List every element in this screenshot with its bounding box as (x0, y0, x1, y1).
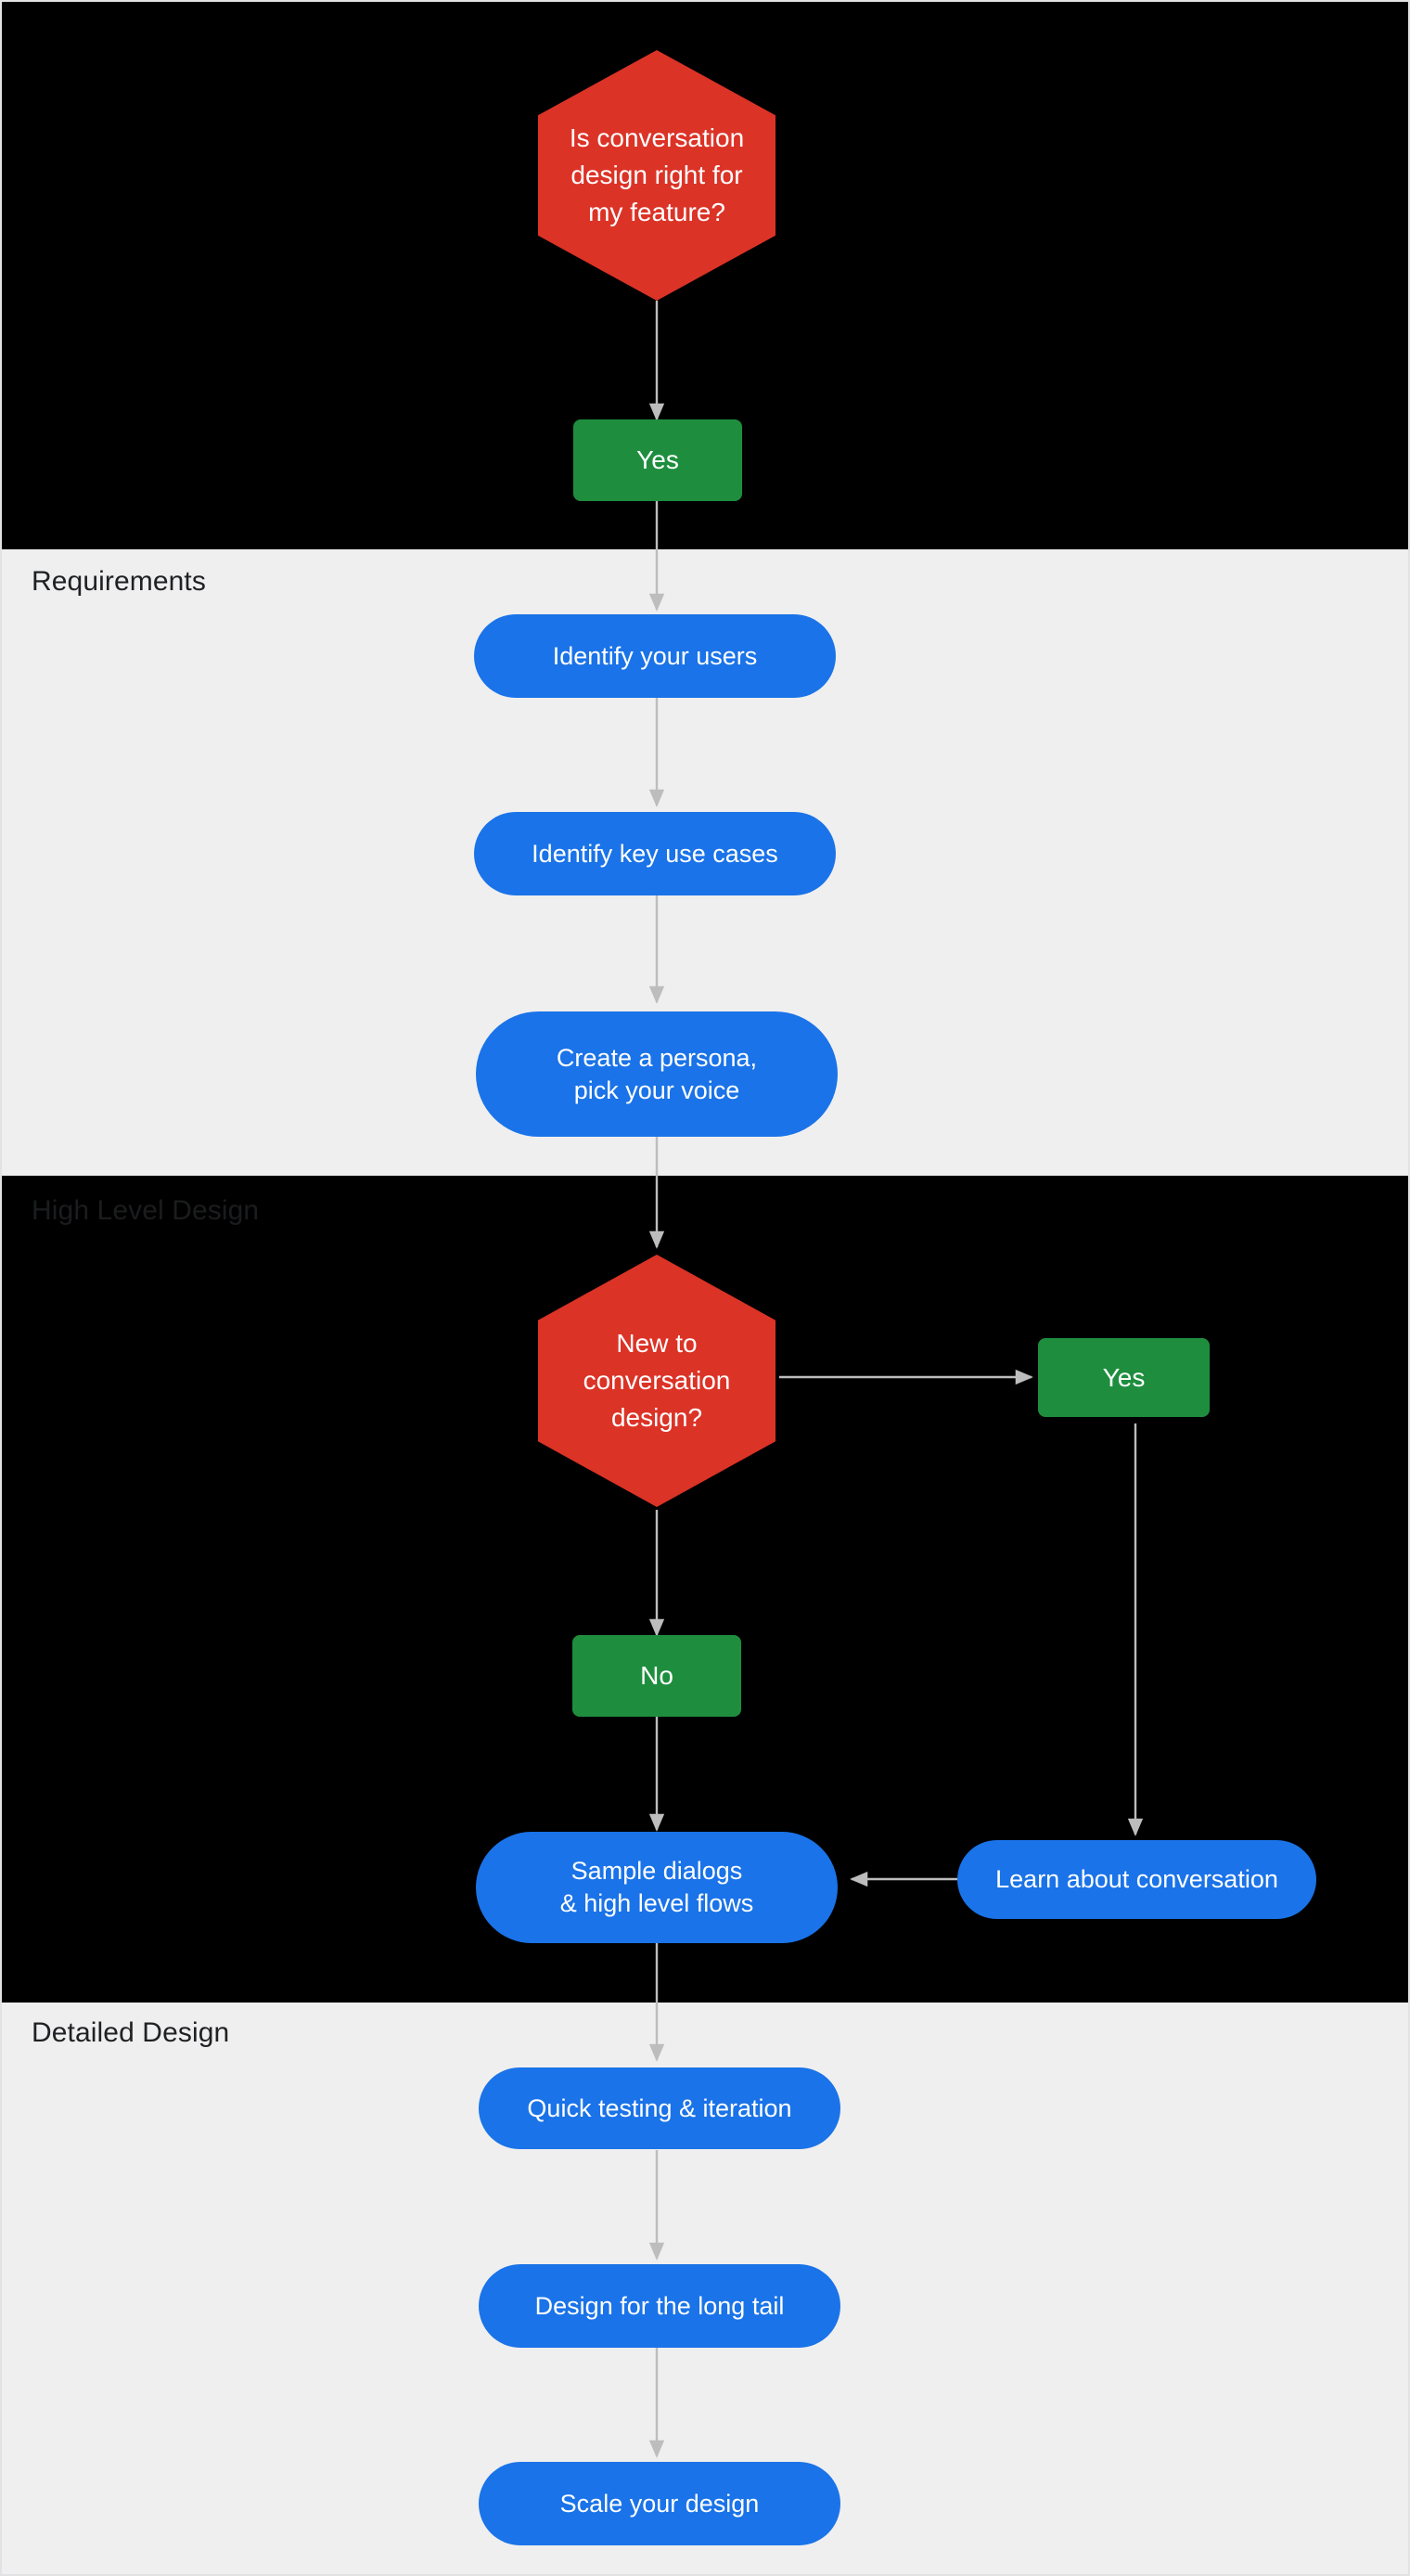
node-step-sample-dialogs-and-high-level-flows[interactable]: Sample dialogs & high level flows (476, 1832, 838, 1943)
node-step-learn-about-conversation[interactable]: Learn about conversation (957, 1840, 1316, 1919)
node-step-quick-testing-and-iteration[interactable]: Quick testing & iteration (479, 2067, 840, 2149)
node-step-identify-your-users[interactable]: Identify your users (474, 614, 836, 698)
node-answer-yes-2[interactable]: Yes (1038, 1338, 1210, 1417)
node-answer-no[interactable]: No (572, 1635, 741, 1717)
node-step-scale-your-design[interactable]: Scale your design (479, 2462, 840, 2545)
band-label-detailed-design: Detailed Design (32, 2017, 230, 2048)
node-answer-yes-1[interactable]: Yes (573, 419, 742, 501)
band-label-high-level-design: High Level Design (32, 1195, 260, 1226)
node-step-design-for-the-long-tail[interactable]: Design for the long tail (479, 2264, 840, 2348)
node-step-create-a-persona-pick-your-voice[interactable]: Create a persona, pick your voice (476, 1011, 838, 1137)
band-label-requirements: Requirements (32, 566, 206, 597)
node-step-identify-key-use-cases[interactable]: Identify key use cases (474, 812, 836, 895)
